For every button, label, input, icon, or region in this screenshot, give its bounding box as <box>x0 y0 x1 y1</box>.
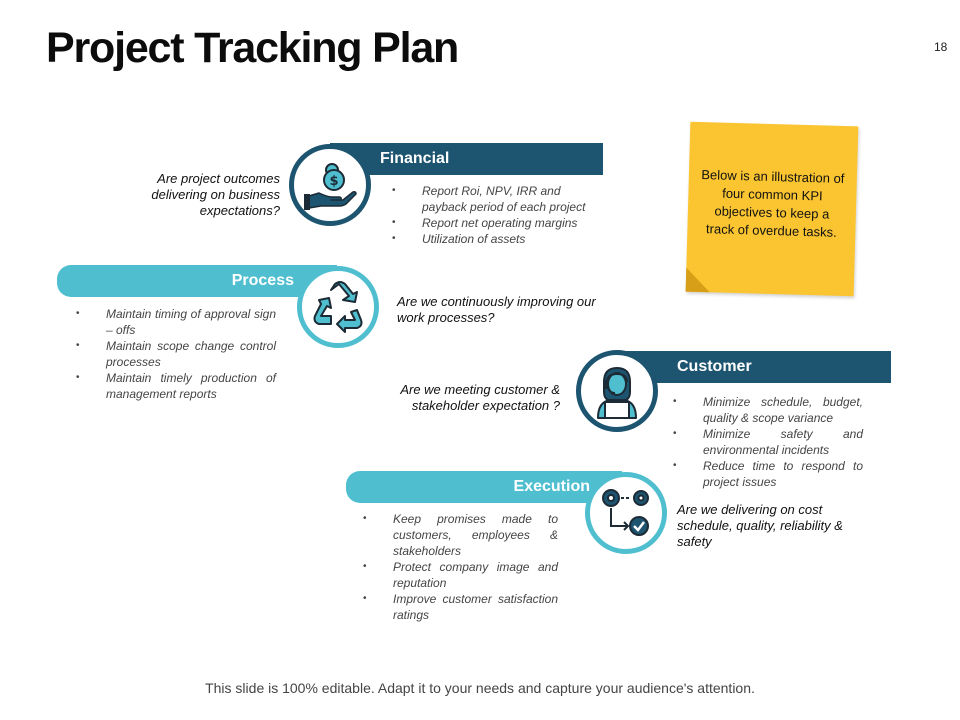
sticky-note-fold <box>685 267 711 293</box>
process-title: Process <box>231 272 294 289</box>
list-item: Maintain timing of approval sign – offs <box>76 306 276 338</box>
list-item: Utilization of assets <box>392 231 597 247</box>
list-item: Report net operating margins <box>392 215 597 231</box>
list-item: Minimize schedule, budget, quality & sco… <box>673 394 863 426</box>
list-item: Protect company image and reputation <box>363 559 558 591</box>
customer-icon-circle <box>576 350 658 432</box>
financial-banner: Financial <box>330 143 603 175</box>
execution-question: Are we delivering on cost schedule, qual… <box>677 502 843 549</box>
customer-title: Customer <box>677 358 752 375</box>
list-item: Report Roi, NPV, IRR and payback period … <box>392 183 597 215</box>
customer-question: Are we meeting customer & stakeholder ex… <box>400 382 560 413</box>
money-bag-hand-icon: $ <box>304 163 357 210</box>
execution-icon-circle <box>585 472 667 554</box>
execution-title: Execution <box>513 478 590 495</box>
page-number: 18 <box>934 40 948 54</box>
financial-title: Financial <box>380 150 450 167</box>
list-item: Minimize safety and environmental incide… <box>673 426 863 458</box>
recycle-arrows-icon <box>313 281 363 333</box>
customer-banner: Customer <box>617 351 891 383</box>
process-bullet-list: Maintain timing of approval sign – offs … <box>76 306 276 402</box>
list-item: Keep promises made to customers, employe… <box>363 511 558 559</box>
gears-workflow-icon <box>602 489 649 536</box>
financial-bullet-list: Report Roi, NPV, IRR and payback period … <box>392 183 597 247</box>
process-icon-circle <box>297 266 379 348</box>
financial-question: Are project outcomes delivering on busin… <box>151 171 280 218</box>
process-banner: Process <box>57 265 337 297</box>
financial-icon-circle: $ <box>289 144 371 226</box>
execution-bullet-list: Keep promises made to customers, employe… <box>363 511 558 623</box>
list-item: Improve customer satisfaction ratings <box>363 591 558 623</box>
sticky-note-text: Below is an illustration of four common … <box>701 167 845 240</box>
list-item: Maintain scope change control processes <box>76 338 276 370</box>
customer-bullet-list: Minimize schedule, budget, quality & sco… <box>673 394 863 490</box>
footer-note: This slide is 100% editable. Adapt it to… <box>205 680 755 696</box>
execution-banner: Execution <box>346 471 622 503</box>
list-item: Reduce time to respond to project issues <box>673 458 863 490</box>
support-agent-icon <box>597 367 637 419</box>
sticky-note: Below is an illustration of four common … <box>685 121 859 297</box>
slide-title: Project Tracking Plan <box>46 24 459 72</box>
process-question: Are we continuously improving our work p… <box>397 294 596 325</box>
svg-text:$: $ <box>329 174 338 189</box>
list-item: Maintain timely production of management… <box>76 370 276 402</box>
